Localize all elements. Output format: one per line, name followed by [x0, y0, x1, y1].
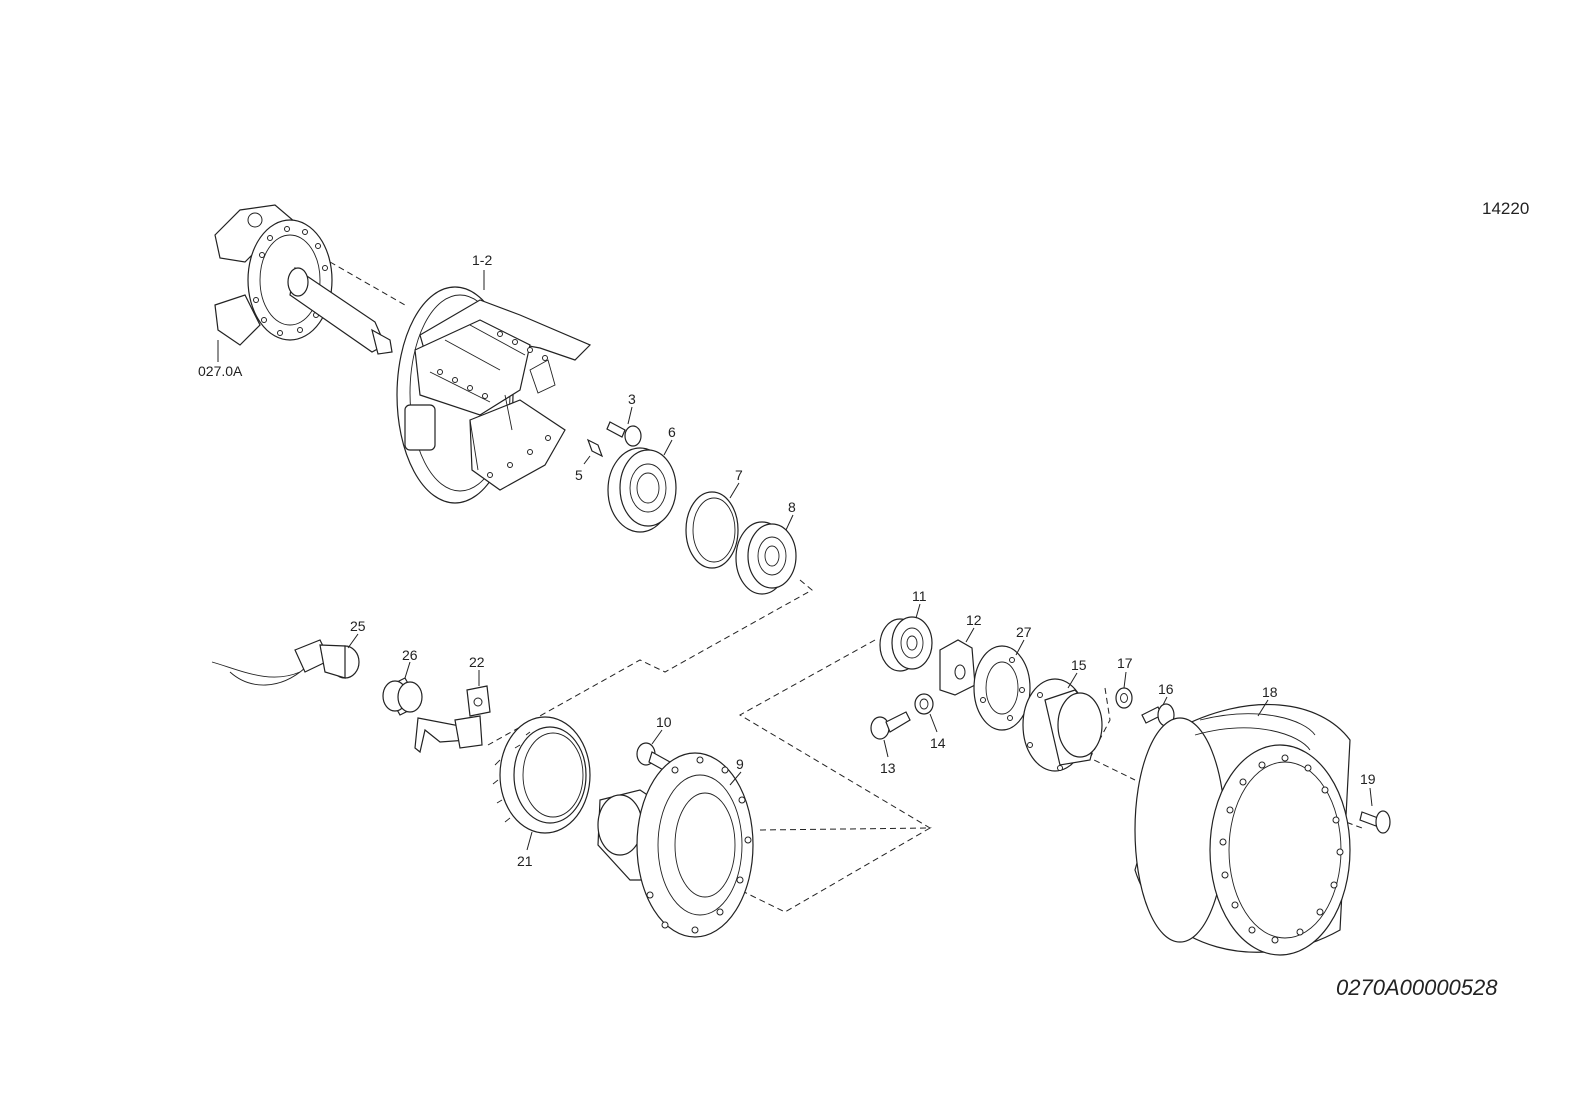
callout-lock-12: 12 — [966, 612, 982, 628]
nut-14 — [914, 693, 934, 715]
brake-assembly — [396, 286, 592, 504]
callout-bushing-26: 26 — [402, 647, 418, 663]
callout-cap-15: 15 — [1071, 657, 1087, 673]
callout-tone-ring-21: 21 — [517, 853, 533, 869]
bolt-3 — [606, 421, 642, 447]
bolt-13 — [870, 711, 911, 740]
steering-knuckle — [214, 204, 393, 355]
callout-plate-27: 27 — [1016, 624, 1032, 640]
callout-bolt-10: 10 — [656, 714, 672, 730]
callout-hub-9: 9 — [736, 756, 744, 772]
bracket-22 — [414, 685, 491, 754]
callout-knuckle: 027.0A — [198, 363, 243, 379]
bushing-26 — [382, 677, 423, 716]
bearing-6 — [607, 447, 677, 533]
drawing-code: 0270A00000528 — [1336, 975, 1498, 1000]
callout-brake-assembly: 1-2 — [472, 252, 492, 268]
callout-washer-17: 17 — [1117, 655, 1133, 671]
callout-sensor-25: 25 — [350, 618, 366, 634]
washer-17 — [1115, 687, 1133, 709]
cap-15 — [1022, 678, 1103, 772]
plate-27 — [973, 645, 1031, 731]
callout-ring-7: 7 — [735, 467, 743, 483]
callout-bolt-16: 16 — [1158, 681, 1174, 697]
screw-19 — [1359, 810, 1391, 834]
callout-bearing-8: 8 — [788, 499, 796, 515]
callout-nut-14: 14 — [930, 735, 946, 751]
callout-bearing-6: 6 — [668, 424, 676, 440]
sensor-25 — [211, 639, 360, 686]
hub-9 — [597, 752, 754, 938]
sheet-number: 14220 — [1482, 199, 1529, 218]
callout-bearing-11: 11 — [912, 588, 927, 604]
ring-7 — [685, 491, 739, 569]
callout-bracket-22: 22 — [469, 654, 485, 670]
callout-screw-19: 19 — [1360, 771, 1376, 787]
bearing-8 — [735, 521, 797, 595]
drum-18 — [1134, 704, 1351, 956]
lock-12 — [939, 639, 976, 696]
callout-bolt-3: 3 — [628, 391, 636, 407]
callout-bolt-13: 13 — [880, 760, 896, 776]
callout-drum-18: 18 — [1262, 684, 1278, 700]
callout-pin-5: 5 — [575, 467, 583, 483]
tone-ring-21 — [492, 716, 591, 834]
bearing-11 — [879, 616, 933, 672]
pin-5 — [586, 438, 604, 458]
